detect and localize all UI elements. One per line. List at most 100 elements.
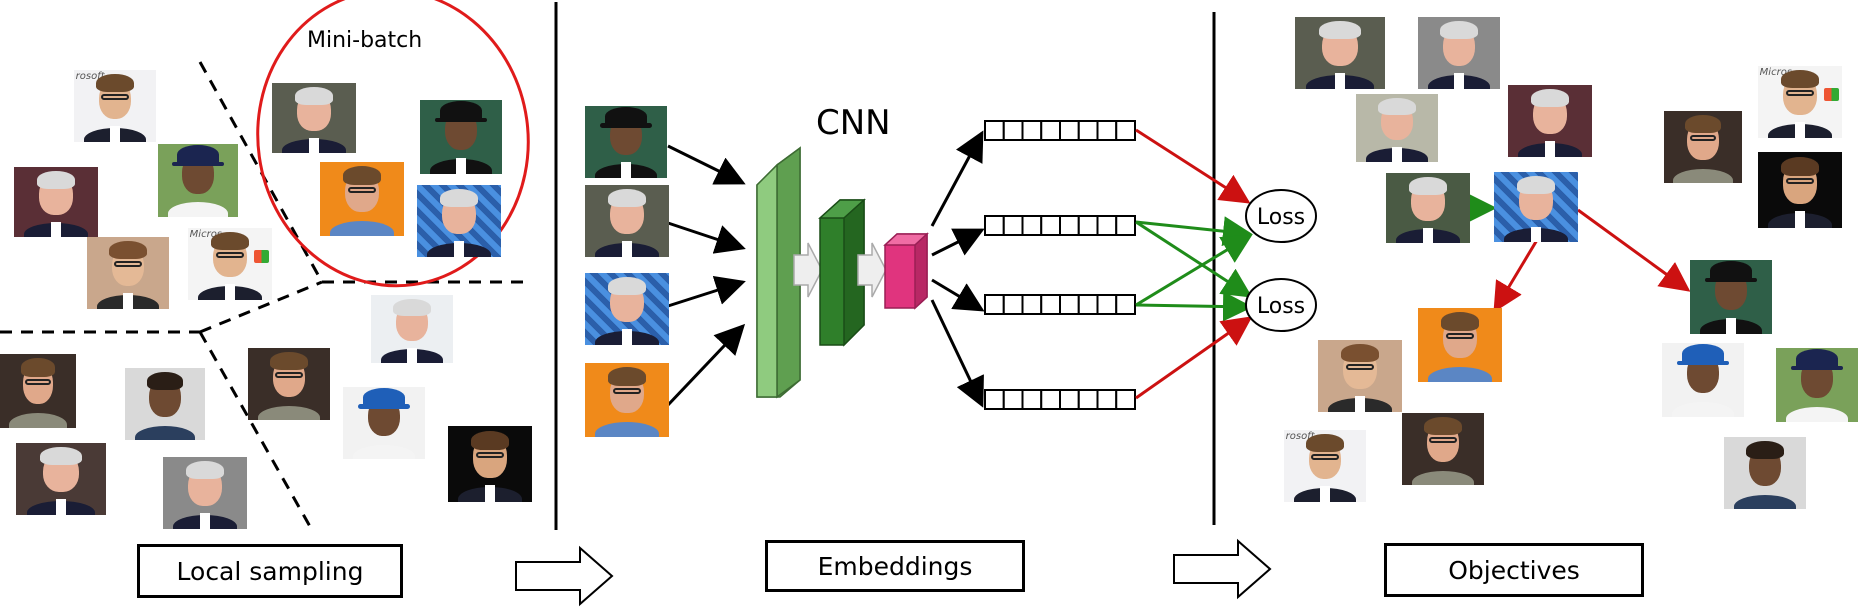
embedding-cell [1059,215,1080,236]
flow-arrow-2 [1173,538,1272,600]
embedding-cell [984,120,1005,141]
arrow-neg-2 [1135,316,1253,400]
embedding-cell [1096,215,1118,236]
face-photo [320,162,404,236]
face-photo: rosoft [74,70,156,142]
embedding-cell [1077,215,1099,236]
embedding-cell [1021,120,1043,141]
face-photo [585,363,669,437]
embedding-cell [1059,294,1080,315]
flow-arrow-1 [515,545,614,607]
embedding-cell [1115,294,1136,315]
embedding-cell [1021,215,1043,236]
loss-label-1: Loss [1257,205,1305,230]
embedding-cell [1059,389,1080,410]
face-photo [585,106,667,178]
face-photo [1662,343,1744,417]
arrow-obj-neg-2 [1577,208,1691,292]
embedding-vectors [984,120,1136,410]
minibatch-label: Mini-batch [307,28,423,53]
face-photo [585,273,669,345]
embedding-cell [1077,120,1099,141]
embedding-cell [1021,389,1043,410]
embedding-cell [984,389,1005,410]
arrow-embed-4 [930,299,984,408]
face-photo [1776,348,1858,422]
embedding-cell [1059,120,1080,141]
embedding-cell [1002,294,1024,315]
face-photo [1758,152,1842,228]
embedding-cell [1096,389,1118,410]
face-photo [1664,111,1742,183]
loss-node-2 [1245,278,1317,332]
face-photo [417,185,501,257]
embedding-cell [1077,294,1099,315]
face-photo: Micros [1758,66,1842,138]
face-photo [448,426,532,502]
partition-dashed-4 [199,280,323,334]
embedding-cell [1096,120,1118,141]
loss-node-1 [1245,189,1317,243]
arrow-neg-1 [1135,128,1251,204]
face-photo [1418,17,1500,89]
embedding-cell [1115,120,1136,141]
loss-label-2: Loss [1257,294,1305,319]
face-photo [16,443,106,515]
face-photo [1295,17,1385,89]
face-photo [585,185,669,257]
embedding-cell [984,294,1005,315]
face-photo: Micros [188,228,272,300]
section-objectives: Objectives [1384,543,1644,597]
arrow-pos-2 [1135,220,1253,298]
arrow-pos-4 [1135,291,1253,322]
arrow-input-4 [666,323,746,407]
face-photo [343,387,425,459]
embedding-cell [1002,120,1024,141]
embedding-cell [1115,215,1136,236]
embedding-cell [1021,294,1043,315]
face-photo [163,457,247,529]
arrow-embed-2 [931,228,985,257]
arrow-embed-1 [930,130,984,227]
section-local-sampling: Local sampling [137,544,403,598]
face-photo [1386,173,1470,243]
embedding-cell [1002,215,1024,236]
embedding-cell [1040,294,1061,315]
face-photo [248,348,330,420]
arrow-input-2 [667,221,746,254]
face-photo [1318,340,1402,412]
face-photo [158,144,238,217]
arrow-obj-neg-1 [1493,239,1539,313]
embedding-cell [1077,389,1099,410]
face-photo [1494,172,1578,242]
face-photo [371,295,453,363]
face-photo [1690,260,1772,334]
face-photo [420,100,502,174]
face-photo [125,368,205,440]
face-photo [1418,308,1502,382]
face-photo [0,354,76,428]
face-photo [272,83,356,153]
partition-dashed-5 [198,331,314,531]
face-photo [1724,437,1806,509]
arrow-pos-3 [1135,234,1253,307]
section-embeddings: Embeddings [765,540,1025,592]
arrow-pos-1 [1135,216,1253,247]
face-photo [1508,85,1592,157]
embedding-cell [984,215,1005,236]
embedding-cell [1040,120,1061,141]
embedding-cell [1040,215,1061,236]
face-photo [87,237,169,309]
embedding-cell [1115,389,1136,410]
face-photo: rosoft [1284,430,1366,502]
cnn-label: CNN [816,103,891,143]
face-photo [1356,94,1438,162]
arrow-input-1 [667,144,746,185]
arrow-embed-3 [931,278,985,312]
face-photo [1402,413,1484,485]
embedding-cell [1096,294,1118,315]
embedding-cell [1040,389,1061,410]
embedding-cell [1002,389,1024,410]
